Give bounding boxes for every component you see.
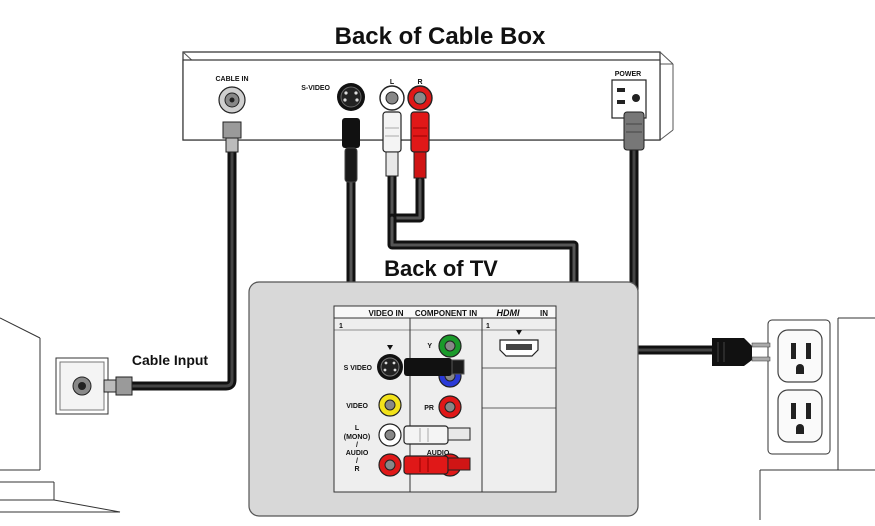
hdmi-logo: HDMI: [497, 308, 520, 318]
tv-dash-1: /: [356, 442, 358, 449]
tv-mono-label: (MONO): [344, 434, 370, 441]
left-audio-label: L: [390, 79, 395, 86]
tv-s-video-plug: [404, 358, 465, 376]
tv-component-y-jack: [438, 334, 462, 358]
tv-video-jack-yellow: [378, 393, 402, 417]
box-s-video-port: [337, 83, 365, 111]
white-rca-plug-box: [382, 111, 402, 177]
box-audio-left-port: [379, 85, 405, 111]
cable-box-title: Back of Cable Box: [335, 23, 546, 50]
tv-component-pr-jack: [438, 395, 462, 419]
tv-dash-2: /: [356, 458, 358, 465]
tv-hdmi-port: [499, 330, 539, 357]
cable-in-label: CABLE IN: [215, 76, 248, 83]
power-plug-box: [623, 111, 645, 151]
tv-number-1b: 1: [486, 323, 490, 330]
box-audio-right-port: [407, 85, 433, 111]
tv-s-video-arrow: [387, 345, 393, 350]
tv-white-rca-plug: [403, 425, 471, 445]
right-wall: [759, 317, 875, 520]
power-outlet: [767, 319, 831, 455]
left-wall: [0, 317, 121, 513]
s-video-plug-box: [342, 118, 360, 183]
power-plug-wall: [712, 338, 771, 366]
cable-input-label: Cable Input: [132, 352, 209, 368]
tv-number-1a: 1: [339, 323, 343, 330]
tv-s-video-label: S VIDEO: [344, 365, 373, 372]
tv-l-label: L: [355, 425, 360, 432]
tv-video-label: VIDEO: [346, 403, 368, 410]
tv-video-in-label: VIDEO IN: [368, 309, 403, 318]
tv-audio-left-jack: [378, 423, 402, 447]
s-video-label: S-VIDEO: [301, 85, 330, 92]
hdmi-in-label: IN: [540, 309, 548, 318]
tv-audio-label: AUDIO: [346, 450, 369, 457]
tv-audio-right-jack: [378, 453, 402, 477]
tv-r-label: R: [354, 466, 359, 473]
tv-s-video-jack: [377, 354, 403, 380]
wall-cable-plate: [55, 357, 109, 415]
tv-y-label: Y: [427, 343, 432, 350]
red-rca-plug-box: [410, 111, 430, 179]
coax-connector-wall: [103, 376, 133, 396]
right-audio-label: R: [417, 79, 422, 86]
tv-red-rca-plug: [403, 455, 471, 475]
power-label: POWER: [615, 71, 641, 78]
tv-component-audio-label: AUDIO: [427, 450, 450, 457]
tv-component-in-label: COMPONENT IN: [415, 309, 477, 318]
tv-title: Back of TV: [384, 256, 498, 281]
tv-pr-label: PR: [424, 405, 434, 412]
coax-connector-box: [222, 121, 242, 153]
cable-in-port: [218, 86, 246, 114]
